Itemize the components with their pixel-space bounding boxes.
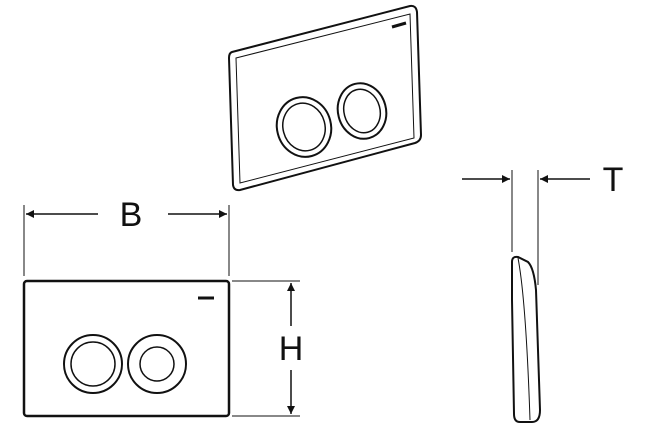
- plate-perspective-outline: [227, 4, 423, 192]
- plate-perspective-logo-mark: [391, 21, 407, 29]
- plate-perspective-view: [227, 4, 423, 192]
- plate-front-outline: [22, 279, 231, 418]
- flush-button-small-front: [127, 334, 187, 394]
- flush-button-large-front: [63, 334, 123, 394]
- plate-front-view: [22, 279, 231, 418]
- height-dimension: H: [232, 280, 304, 417]
- flush-button-large-perspective: [275, 96, 333, 158]
- flush-button-small-perspective: [336, 82, 388, 140]
- plate-side-inner-edge: [517, 257, 531, 421]
- thickness-label: T: [603, 161, 624, 199]
- plate-side-view: [511, 255, 542, 423]
- plate-side-outline: [511, 255, 542, 423]
- height-label: H: [279, 330, 304, 368]
- width-dimension: B: [23, 196, 230, 276]
- plate-perspective-inner-edge: [235, 13, 415, 184]
- thickness-dimension: T: [462, 161, 623, 285]
- width-label: B: [120, 196, 143, 234]
